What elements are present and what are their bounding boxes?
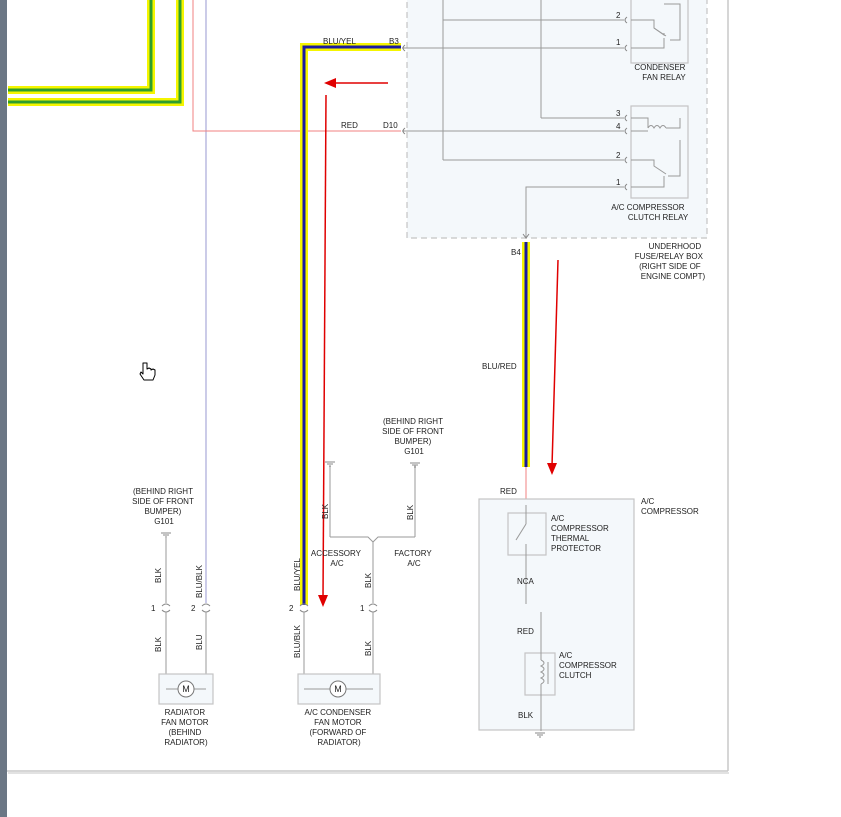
pin-cfr-2: 2 [616,11,621,20]
condenser-motor-icon [329,680,347,698]
wire-label-red-top: RED [341,121,358,130]
ground-wiring-g101 [161,461,545,738]
condenser-fan-relay-switch [631,3,681,49]
hand-pointer-icon [139,362,156,381]
condenser-motor-symbol: M [334,684,342,694]
highlighted-wire-upper-left [8,0,184,106]
connector-b3: B3 [389,37,399,46]
wire-label-blk-fan2: BLK [364,640,373,656]
pin-acr-2: 2 [616,151,621,160]
wire-label-blk-accessory: BLK [321,503,330,519]
relay-connector-symbols [402,16,628,239]
pin-fan-1: 1 [360,604,365,613]
relay-box-internal-wiring [442,0,624,238]
wire-label-blk-factory: BLK [406,504,415,520]
label-underhood-box: UNDERHOOD FUSE/RELAY BOX (RIGHT SIDE OF … [635,242,706,281]
red-arrows [318,78,559,607]
thermal-protector-switch [515,505,527,604]
pin-acr-1: 1 [616,178,621,187]
label-ac-clutch-relay: A/C COMPRESSOR CLUTCH RELAY [611,203,689,222]
wire-label-blk-fan: BLK [364,572,373,588]
label-ground-right: (BEHIND RIGHT SIDE OF FRONT BUMPER) G101 [382,417,446,456]
left-sidebar [0,0,7,817]
label-ac-compressor: A/C COMPRESSOR [641,497,699,516]
pin-acr-4: 4 [616,122,621,131]
red-wire-d10 [192,0,401,132]
pin-cfr-1: 1 [616,38,621,47]
thermal-protector [507,512,547,556]
radiator-motor-icon [177,680,195,698]
wire-label-blu-blk-fan: BLU/BLK [293,624,302,658]
motor-lead-wires [165,612,374,678]
wire-label-blu-blk-rad: BLU/BLK [195,564,204,598]
wire-label-red-mid: RED [517,627,534,636]
wire-label-blk-rad2: BLK [154,636,163,652]
pin-rad-1: 1 [151,604,156,613]
label-factory-ac: FACTORY A/C [394,549,434,568]
label-condenser-fan-motor: A/C CONDENSER FAN MOTOR (FORWARD OF RADI… [305,708,374,747]
highlighted-wire-blu-yel [300,43,401,605]
label-ground-left: (BEHIND RIGHT SIDE OF FRONT BUMPER) G101 [132,487,196,526]
connector-b4: B4 [511,248,521,257]
wire-label-blu-yel-fan: BLU/YEL [293,558,302,591]
connector-d10: D10 [383,121,398,130]
wire-label-blu-red: BLU/RED [482,362,517,371]
wire-label-blk-rad: BLK [154,567,163,583]
pin-rad-2: 2 [191,604,196,613]
wire-label-blu-rad2: BLU [195,634,204,650]
wire-label-blu-yel-top: BLU/YEL [323,37,356,46]
pin-acr-3: 3 [616,109,621,118]
label-accessory-ac: ACCESSORY A/C [311,549,363,568]
compressor-clutch [524,652,556,696]
ac-clutch-relay-coil-and-switch [631,117,681,188]
wire-label-red-compressor: RED [500,487,517,496]
wire-label-blk-bottom: BLK [518,711,534,720]
label-compressor-clutch: A/C COMPRESSOR CLUTCH [559,651,619,680]
pin-fan-2: 2 [289,604,294,613]
label-thermal-protector: A/C COMPRESSOR THERMAL PROTECTOR [551,514,611,553]
ac-compressor-clutch-relay [630,105,689,199]
label-condenser-fan-relay: CONDENSER FAN RELAY [634,63,687,82]
label-radiator-fan-motor: RADIATOR FAN MOTOR (BEHIND RADIATOR) [161,708,211,747]
wire-label-nca: NCA [517,577,535,586]
ac-compressor-box [478,498,635,731]
radiator-motor-symbol: M [182,684,190,694]
clutch-coil [539,612,549,731]
